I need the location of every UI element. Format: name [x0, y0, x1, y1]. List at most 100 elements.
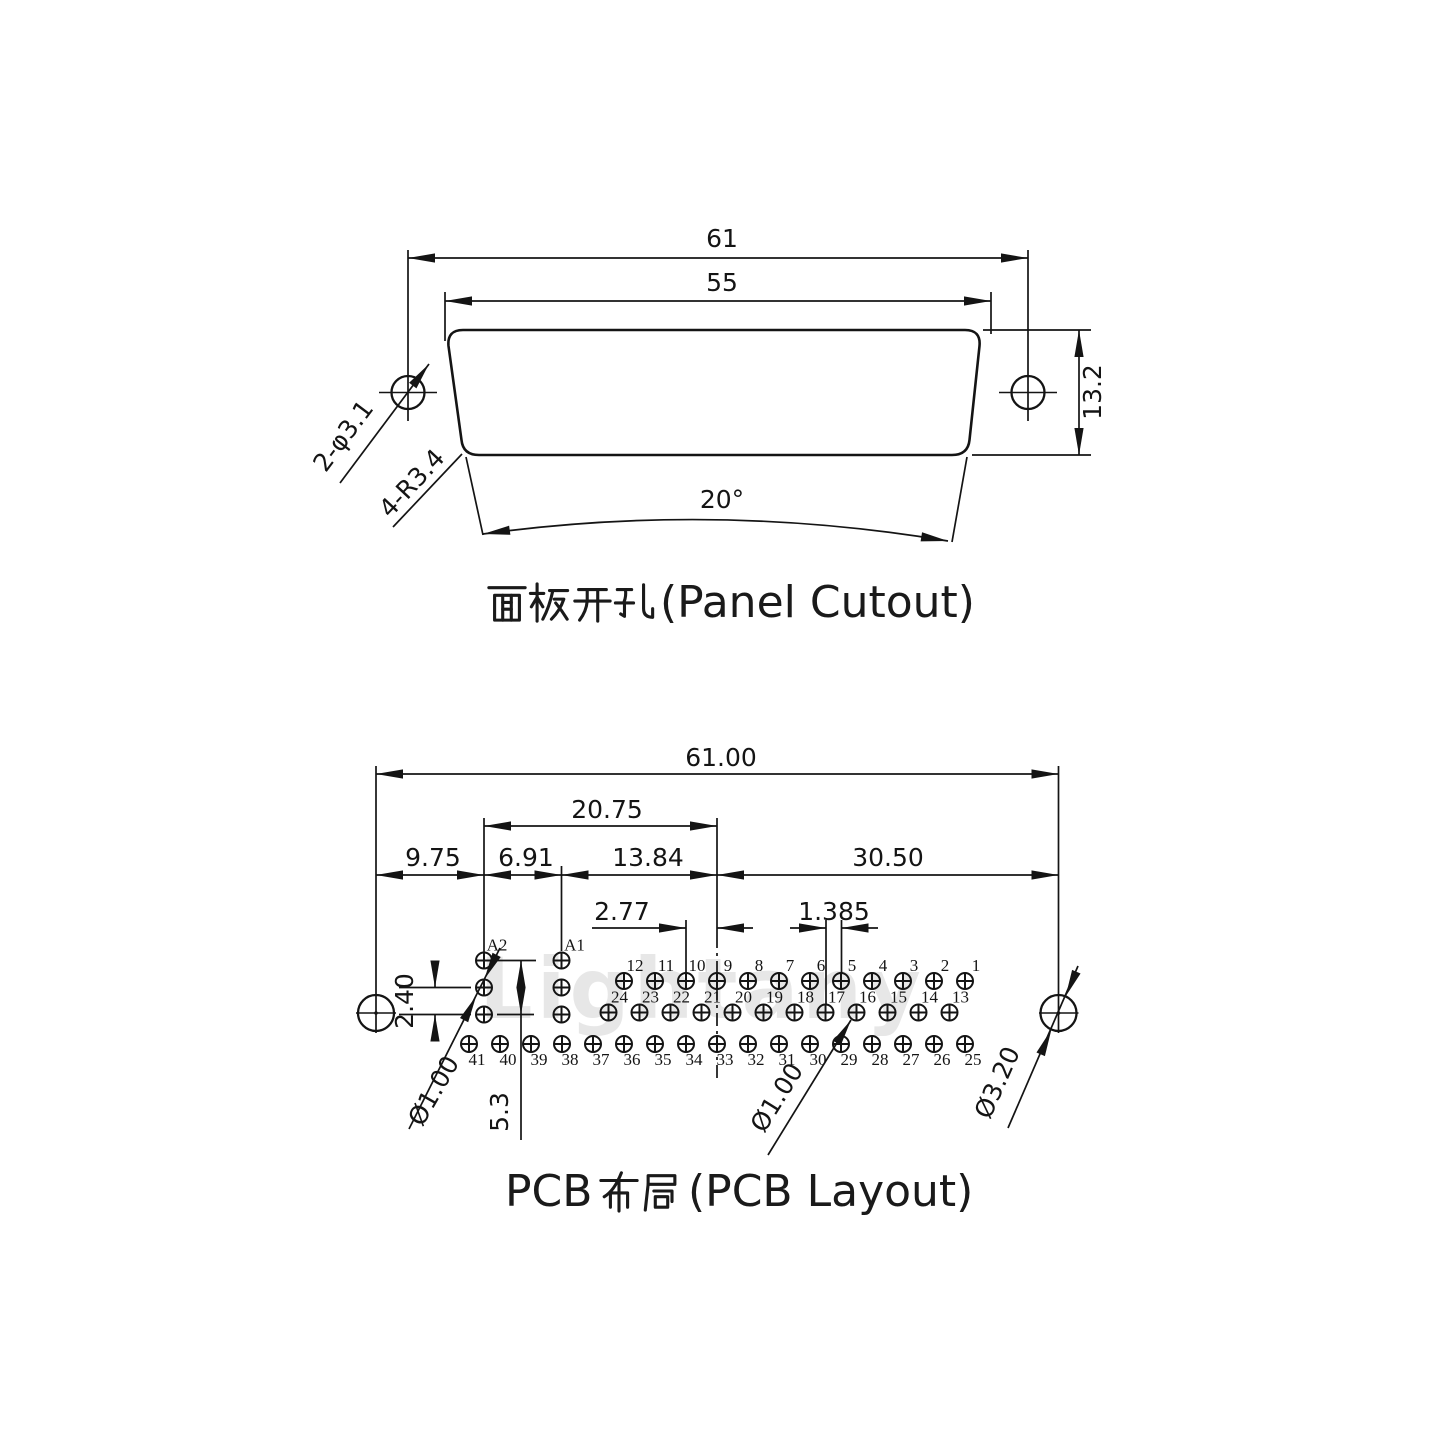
- arrowhead: [832, 1020, 851, 1046]
- pcb-hole-right-center: [1056, 1011, 1061, 1015]
- pin-label: 33: [717, 1050, 734, 1069]
- pin-label: 18: [797, 988, 814, 1007]
- dim-text-277: 2.77: [594, 897, 650, 926]
- arrowhead: [561, 870, 589, 880]
- pin-symbol: [894, 1035, 912, 1053]
- arrowhead: [717, 923, 744, 933]
- pin-label: 29: [841, 1050, 858, 1069]
- pin-label: 35: [655, 1050, 672, 1069]
- pin-symbol: [646, 1035, 664, 1053]
- pcb-title-prefix: PCB: [505, 1166, 592, 1217]
- dim-text-signal-dia: Ø1.00: [745, 1058, 810, 1137]
- pin-symbol: [475, 978, 493, 997]
- arrowhead: [1031, 769, 1059, 779]
- pin-symbol: [956, 972, 974, 990]
- pin-label: 22: [673, 988, 690, 1007]
- arrowhead: [484, 870, 511, 880]
- arrowhead: [659, 923, 686, 933]
- arrowhead: [376, 769, 403, 779]
- pin-label: 21: [704, 988, 721, 1007]
- dim-text-2075: 20.75: [571, 795, 643, 824]
- arrowhead: [430, 960, 440, 988]
- cjk-char: [599, 1171, 639, 1213]
- pin-field: 1234567891011121314151617181920212223242…: [460, 936, 982, 1069]
- panel-cutout-title-cjk: [487, 582, 655, 623]
- arrowhead: [445, 296, 472, 306]
- arrowhead: [799, 923, 826, 933]
- dim-text-power-dia: Ø1.00: [402, 1051, 465, 1131]
- pin-label: 34: [686, 1050, 704, 1069]
- cjk-char: [528, 582, 570, 623]
- pin-symbol: [894, 972, 912, 990]
- arrowhead: [483, 525, 511, 535]
- dim-text-61: 61: [706, 224, 738, 253]
- pin-label: 9: [724, 956, 733, 975]
- pin-symbol: [677, 1035, 695, 1053]
- pin-label: 4: [879, 956, 888, 975]
- pin-symbol: [553, 1035, 571, 1053]
- pin-label: 37: [593, 1050, 611, 1069]
- arrowhead: [1065, 969, 1081, 997]
- arrowhead: [484, 821, 511, 831]
- pin-label: 2: [941, 956, 950, 975]
- pin-label: 1: [972, 956, 981, 975]
- arrowhead: [457, 870, 484, 880]
- arrowhead: [1001, 253, 1028, 263]
- pin-label: 10: [689, 956, 706, 975]
- pin-label: 24: [611, 988, 629, 1007]
- pin-label: 39: [531, 1050, 548, 1069]
- pin-symbol: [832, 972, 850, 990]
- cjk-char: [573, 588, 612, 623]
- pin-label: 38: [562, 1050, 579, 1069]
- pcb-hole-left-center: [374, 1011, 378, 1015]
- dim-text-3050: 30.50: [852, 843, 924, 872]
- dimension-arrowheads: [376, 253, 1084, 1057]
- pin-label: 11: [658, 956, 674, 975]
- pin-label: 13: [952, 988, 969, 1007]
- pin-symbol: [552, 1005, 571, 1024]
- arrowhead: [1031, 870, 1059, 880]
- pin-label: 12: [627, 956, 644, 975]
- angle-leg-left: [465, 456, 484, 536]
- pin-symbol: [770, 1035, 788, 1053]
- pin-symbol: [909, 1003, 928, 1022]
- pin-symbol: [615, 972, 633, 990]
- arrowhead: [920, 532, 948, 542]
- dim-text-1385: 1.385: [798, 897, 870, 926]
- panel-cutout-title-en: (Panel Cutout): [660, 577, 975, 628]
- arrowhead: [516, 987, 526, 1015]
- arrowhead: [690, 870, 717, 880]
- pin-label: 25: [965, 1050, 982, 1069]
- pin-label: 17: [828, 988, 846, 1007]
- arrowhead: [1074, 330, 1084, 357]
- pin-symbol: [630, 1003, 649, 1022]
- dim-text-6100: 61.00: [685, 743, 757, 772]
- pin-symbol: [584, 1035, 602, 1053]
- pcb-title-cjk: [599, 1171, 677, 1213]
- pin-label: 19: [766, 988, 783, 1007]
- pin-label: 3: [910, 956, 919, 975]
- pin-symbol: [522, 1035, 540, 1053]
- cjk-char: [613, 583, 655, 619]
- arrowhead: [1074, 428, 1084, 455]
- dim-text-radius: 4-R3.4: [373, 443, 450, 523]
- pin-label: 27: [903, 1050, 921, 1069]
- pin-symbol: [940, 1003, 959, 1022]
- panel-cutout-view: 61 55 13.2 20° 2-φ3.1 4-R3.4 (Panel Cuto…: [307, 224, 1107, 628]
- pin-label: 15: [890, 988, 907, 1007]
- angle-arc: [482, 518, 949, 542]
- pin-symbol: [708, 972, 726, 990]
- pin-symbol: [692, 1003, 711, 1022]
- pcb-title-en: (PCB Layout): [688, 1166, 973, 1217]
- dim-text-holes: 2-φ3.1: [307, 395, 379, 477]
- angle-leg-right: [951, 456, 968, 543]
- pin-label: 30: [810, 1050, 827, 1069]
- arrowhead: [964, 296, 991, 306]
- pin-label: 28: [872, 1050, 889, 1069]
- pin-label: 41: [469, 1050, 486, 1069]
- arrowhead: [534, 870, 562, 880]
- pin-symbol: [816, 1003, 835, 1022]
- pin-label: 32: [748, 1050, 765, 1069]
- pin-label: 7: [786, 956, 795, 975]
